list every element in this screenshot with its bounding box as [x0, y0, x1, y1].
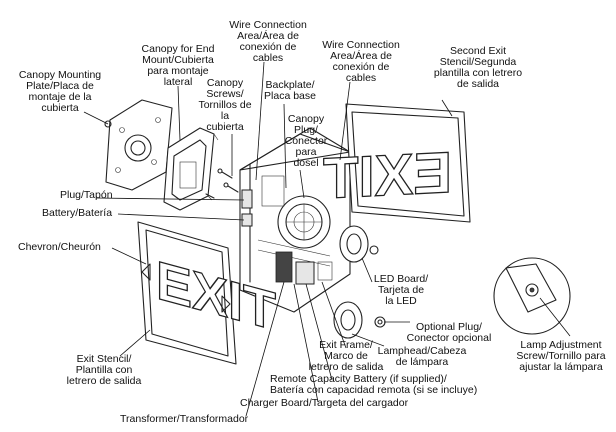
label-backplate: Backplate/ Placa base — [264, 79, 316, 102]
label-battery: Battery/Batería — [42, 207, 113, 219]
canopy-screws — [205, 168, 239, 199]
lamp-detail-inset — [493, 257, 571, 335]
label-chevron: Chevron/Cheurón — [18, 241, 101, 253]
label-canopy-mounting-plate: Canopy Mounting Plate/Placa de montaje d… — [18, 69, 102, 114]
label-canopy-screws: Canopy Screws/ Tornillos de la cubierta — [198, 77, 252, 133]
leader-lines — [83, 61, 571, 417]
label-lamphead: Lamphead/Cabeza de lámpara — [377, 345, 467, 368]
label-remote-capacity-battery: Remote Capacity Battery (if supplied)/ B… — [270, 373, 478, 396]
canopy-mounting-plate — [104, 99, 173, 191]
label-lamp-adjustment-screw: Lamp Adjustment Screw/Tornillo para ajus… — [516, 339, 606, 373]
label-canopy-end-mount: Canopy for End Mount/Cubierta para monta… — [141, 43, 215, 88]
second-exit-stencil: EXIT — [322, 103, 471, 223]
label-charger-board: Charger Board/Targeta del cargador — [240, 397, 409, 409]
label-wire-connection-area-1: Wire Connection Area/Área de conexión de… — [229, 19, 307, 64]
label-wire-connection-area-2: Wire Connection Area/Área de conexión de… — [322, 39, 400, 84]
label-canopy-plug: Canopy Plug/ Conector para dosel — [284, 113, 328, 169]
label-led-board: LED Board/ Tarjeta de la LED — [373, 273, 429, 307]
label-second-exit-stencil: Second Exit Stencil/Segunda plantilla co… — [433, 45, 523, 90]
canopy-end-mount — [163, 127, 219, 211]
lamphead-assembly — [333, 225, 386, 339]
label-transformer: Transformer/Transformador — [120, 413, 249, 425]
label-exit-frame: Exit Frame/ Marco de letrero de salida — [308, 339, 384, 373]
label-optional-plug: Optional Plug/ Conector opcional — [406, 321, 492, 344]
label-plug: Plug/Tapón — [60, 189, 113, 201]
second-stencil-exit-text: EXIT — [323, 140, 452, 211]
label-exit-stencil: Exit Stencil/ Plantilla con letrero de s… — [66, 353, 142, 387]
